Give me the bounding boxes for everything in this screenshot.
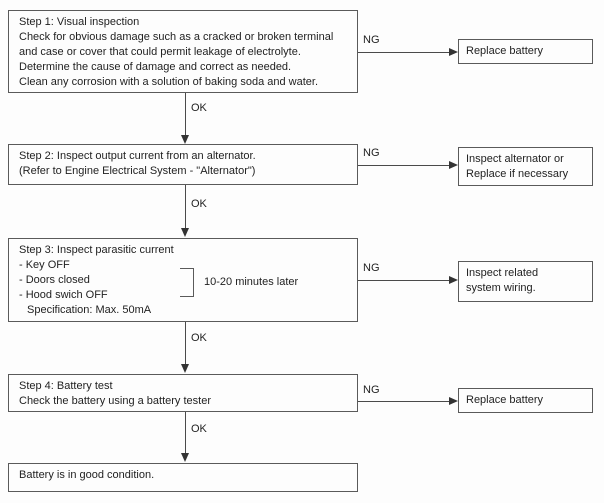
step2-text-line: (Refer to Engine Electrical System - "Al… (19, 165, 256, 177)
right-arrowhead-icon (449, 48, 458, 56)
step3-text-line: - Key OFF (19, 259, 70, 271)
down-arrowhead-icon (181, 135, 189, 144)
right-arrowhead-icon (449, 397, 458, 405)
timing-note: 10-20 minutes later (204, 276, 299, 288)
replace-battery-box-1: Replace battery (458, 39, 593, 64)
down-arrowhead-icon (181, 364, 189, 373)
ok-arrow-4 (185, 412, 186, 454)
ok-arrow-1 (185, 93, 186, 136)
inspect-wiring-box: Inspect related system wiring. (458, 261, 593, 302)
step1-text-line: and case or cover that could permit leak… (19, 46, 301, 58)
down-arrowhead-icon (181, 228, 189, 237)
replace-battery-box-2: Replace battery (458, 388, 593, 413)
action-text-line: Replace battery (466, 394, 544, 406)
step3-box: Step 3: Inspect parasitic current - Key … (8, 238, 358, 322)
ok-arrow-3 (185, 322, 186, 365)
result-text-line: Battery is in good condition. (19, 469, 155, 481)
step1-text-line: Determine the cause of damage and correc… (19, 61, 292, 73)
ng-arrow-2 (358, 165, 449, 166)
step1-text-line: Clean any corrosion with a solution of b… (19, 76, 319, 88)
ng-label-3: NG (363, 262, 380, 274)
timing-bracket (180, 268, 194, 297)
step3-text-line: - Hood swich OFF (19, 289, 108, 301)
step3-text-line: - Doors closed (19, 274, 90, 286)
ng-arrow-3 (358, 280, 449, 281)
ng-arrow-1 (358, 52, 449, 53)
step4-text-line: Check the battery using a battery tester (19, 395, 211, 407)
step3-spec-line: Specification: Max. 50mA (27, 304, 152, 316)
ng-label-4: NG (363, 384, 380, 396)
step3-text-line: Step 3: Inspect parasitic current (19, 244, 174, 256)
ng-arrow-4 (358, 401, 449, 402)
action-text-line: Inspect alternator or (466, 153, 564, 165)
action-text-line: Replace if necessary (466, 168, 569, 180)
result-box: Battery is in good condition. (8, 463, 358, 492)
ok-label-4: OK (191, 423, 207, 435)
step2-box: Step 2: Inspect output current from an a… (8, 144, 358, 185)
step2-text-line: Step 2: Inspect output current from an a… (19, 150, 256, 162)
ok-arrow-2 (185, 185, 186, 229)
step4-box: Step 4: Battery test Check the battery u… (8, 374, 358, 412)
right-arrowhead-icon (449, 276, 458, 284)
inspect-alternator-box: Inspect alternator or Replace if necessa… (458, 147, 593, 186)
step4-text-line: Step 4: Battery test (19, 380, 113, 392)
action-text-line: system wiring. (466, 282, 536, 294)
ok-label-1: OK (191, 102, 207, 114)
action-text-line: Replace battery (466, 45, 544, 57)
down-arrowhead-icon (181, 453, 189, 462)
ng-label-1: NG (363, 34, 380, 46)
step1-box: Step 1: Visual inspection Check for obvi… (8, 10, 358, 93)
ok-label-2: OK (191, 198, 207, 210)
ok-label-3: OK (191, 332, 207, 344)
step1-text-line: Check for obvious damage such as a crack… (19, 31, 334, 43)
action-text-line: Inspect related (466, 267, 539, 279)
ng-label-2: NG (363, 147, 380, 159)
step1-text-line: Step 1: Visual inspection (19, 16, 140, 28)
right-arrowhead-icon (449, 161, 458, 169)
